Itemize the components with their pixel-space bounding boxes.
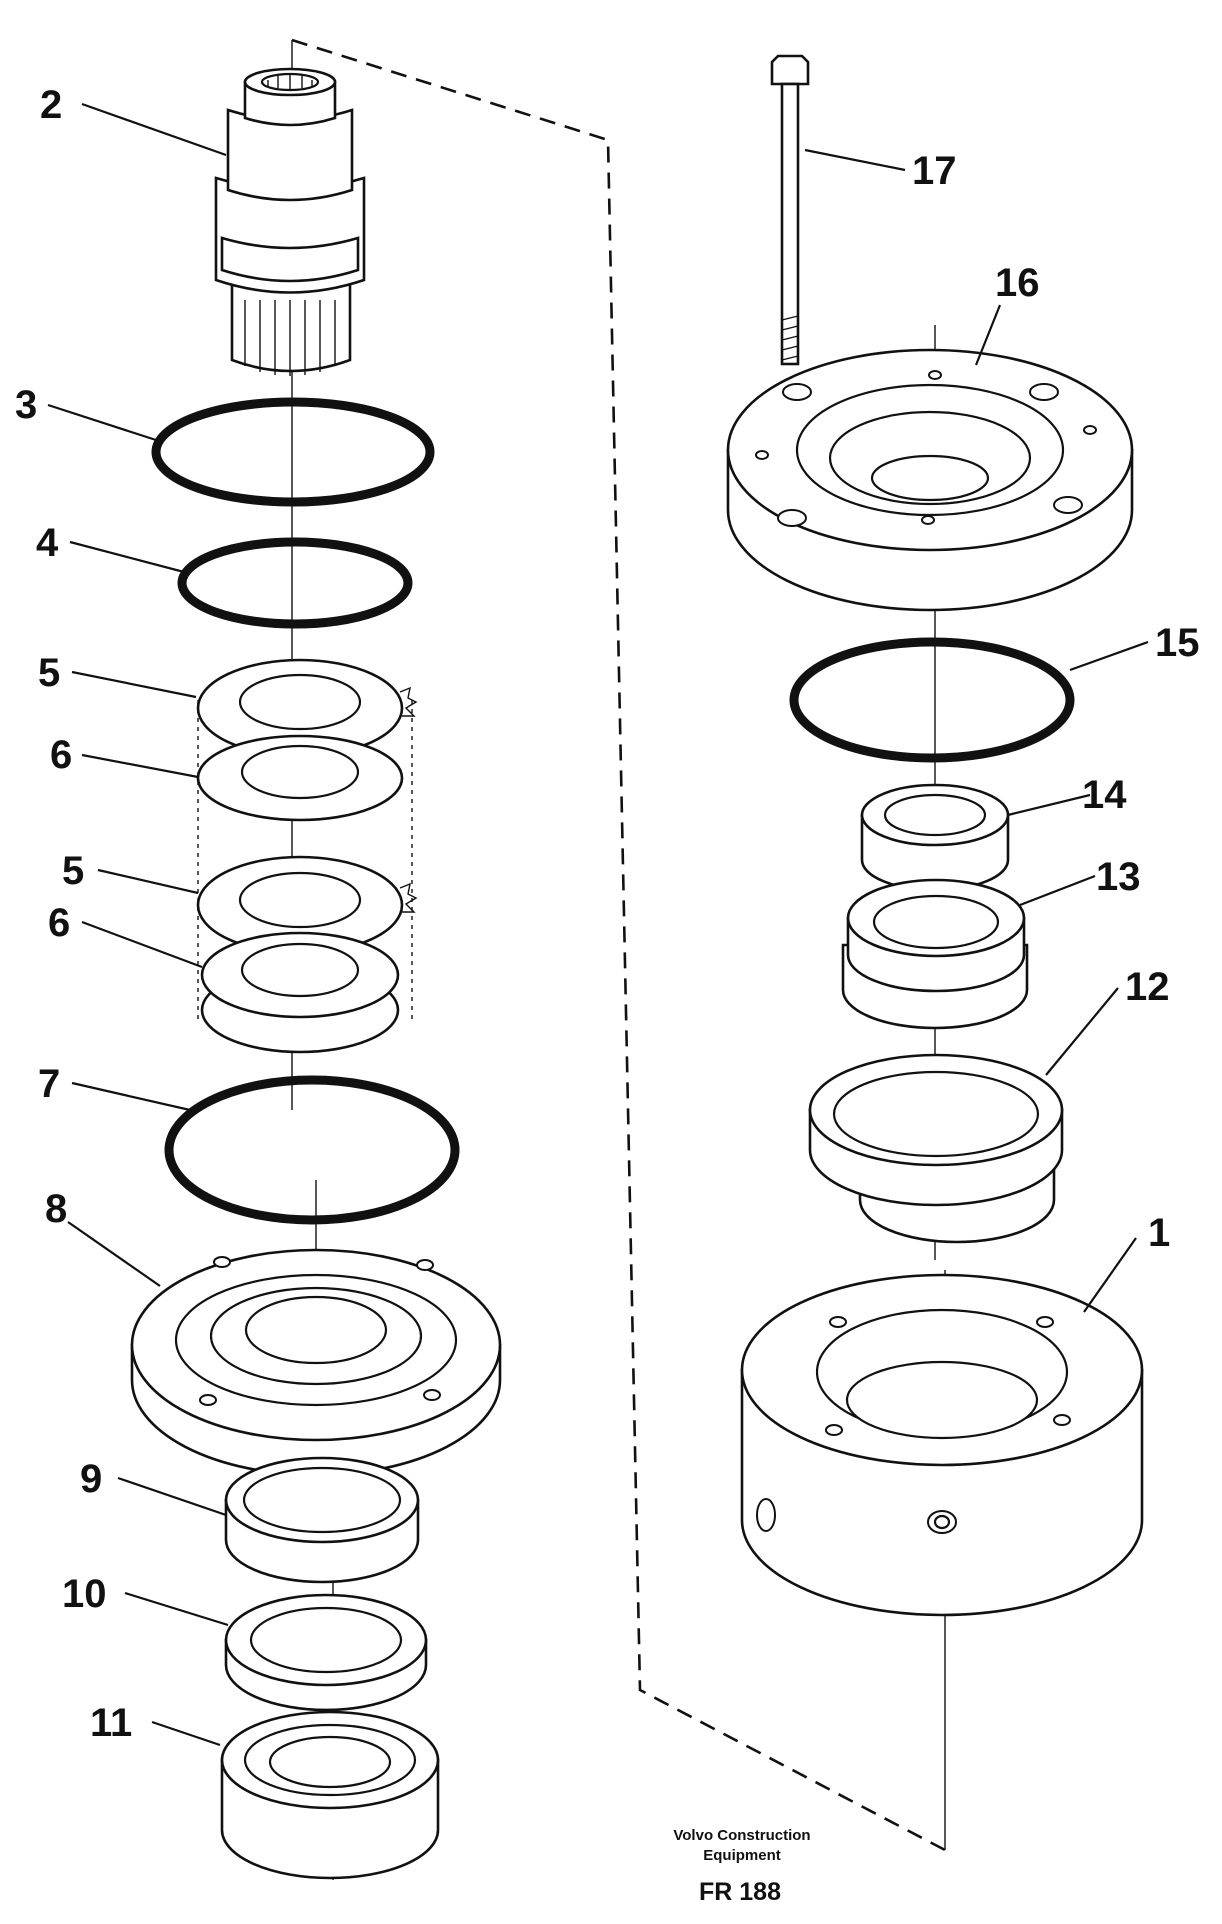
part-2-splined-shaft [214,67,366,376]
part-1-main-housing [740,1273,1144,1617]
part-4-retaining-ring [177,537,413,629]
part-11-bearing [220,1710,440,1880]
part-13-piston [841,878,1029,1030]
callout-labels: 2 3 4 5 6 5 6 7 8 9 10 11 12 13 14 15 16… [15,83,1200,1745]
part-9-seal [224,1456,420,1584]
callout-1: 1 [1148,1211,1170,1255]
part-15-o-ring [789,637,1075,763]
credit-line-2: Equipment [703,1847,781,1864]
part-5-6-disc-stack [196,658,418,1054]
callout-9: 9 [80,1457,102,1501]
callout-5b: 5 [62,849,84,893]
callout-16: 16 [995,261,1040,305]
callout-8: 8 [45,1187,67,1231]
callout-2: 2 [40,83,62,127]
callout-7: 7 [38,1062,60,1106]
callout-13: 13 [1096,855,1141,899]
callout-4: 4 [36,521,59,565]
callout-6b: 6 [48,901,70,945]
part-17-bolt [770,54,810,366]
callout-3: 3 [15,383,37,427]
callout-6a: 6 [50,733,72,777]
part-7-o-ring [164,1075,460,1225]
callout-17: 17 [912,149,957,193]
callout-15: 15 [1155,621,1200,665]
part-8-flange-plate [130,1248,502,1477]
figure-credit: Volvo Construction Equipment FR 188 [673,1827,810,1906]
callout-5a: 5 [38,651,60,695]
credit-line-1: Volvo Construction [673,1827,810,1844]
part-10-washer [224,1593,428,1712]
callout-10: 10 [62,1572,107,1616]
callout-12: 12 [1125,965,1170,1009]
assembly-dashed-path [291,38,946,1852]
callout-14: 14 [1082,773,1127,817]
part-14-bearing [860,783,1010,892]
part-3-o-ring [151,397,435,507]
part-16-cover-housing [726,348,1134,612]
figure-code: FR 188 [699,1878,781,1906]
callout-11: 11 [90,1701,132,1745]
leader-lines [47,102,1149,1747]
part-12-sleeve [808,1053,1064,1244]
